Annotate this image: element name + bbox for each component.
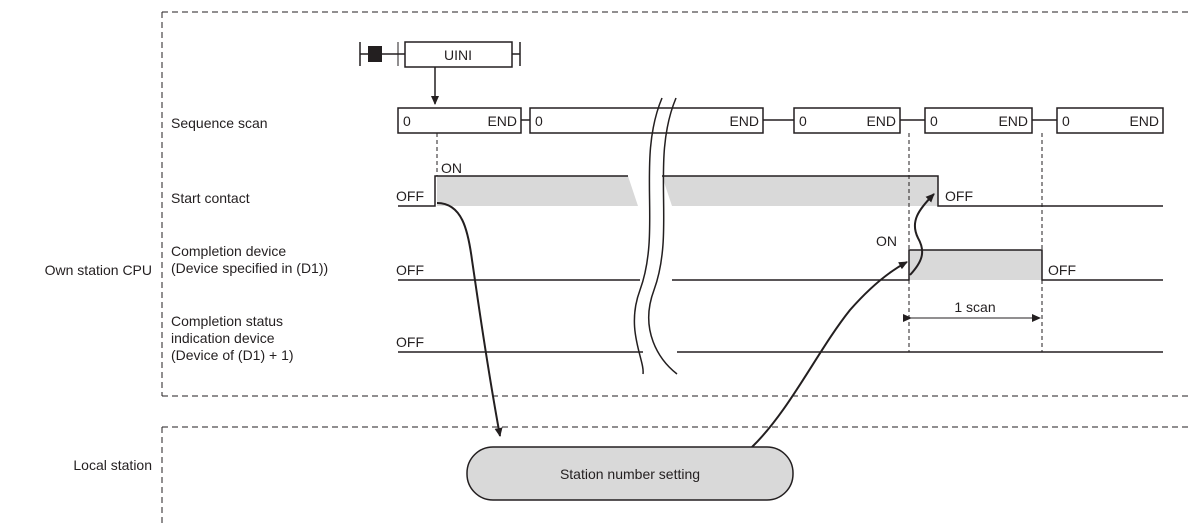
start-contact-off-1: OFF — [396, 188, 424, 204]
status-device-label-3: (Device of (D1) + 1) — [171, 347, 294, 363]
status-device-off: OFF — [396, 334, 424, 350]
sequence-scan-label: Sequence scan — [171, 115, 268, 131]
scan-2-end: END — [729, 113, 759, 129]
scan-1-end: END — [487, 113, 517, 129]
start-contact-waveform — [398, 175, 1163, 207]
uini-rung — [359, 41, 521, 68]
start-contact-on: ON — [441, 160, 462, 176]
completion-device-label-1: Completion device — [171, 243, 286, 259]
station-number-setting-box — [466, 446, 794, 501]
own-station-frame — [161, 11, 1189, 397]
scan-4-end: END — [998, 113, 1028, 129]
completion-device-on: ON — [876, 233, 897, 249]
uini-instruction-label: UINI — [444, 47, 472, 63]
status-device-label-2: indication device — [171, 330, 275, 346]
scan-3-start: 0 — [799, 113, 807, 129]
start-contact-off-2: OFF — [945, 188, 973, 204]
start-contact-label: Start contact — [171, 190, 250, 206]
time-break-marks — [633, 97, 678, 375]
completion-device-off-1: OFF — [396, 262, 424, 278]
scan-2-start: 0 — [535, 113, 543, 129]
completion-device-label-2: (Device specified in (D1)) — [171, 260, 328, 276]
own-station-label: Own station CPU — [45, 262, 152, 278]
scan-4-start: 0 — [930, 113, 938, 129]
scan-1-start: 0 — [403, 113, 411, 129]
timing-markers — [436, 133, 1043, 352]
scan-5-end: END — [1129, 113, 1159, 129]
scan-3-end: END — [866, 113, 896, 129]
station-number-setting-label: Station number setting — [560, 466, 700, 482]
status-device-label-1: Completion status — [171, 313, 283, 329]
one-scan-label: 1 scan — [954, 299, 995, 315]
scan-blocks — [397, 107, 1164, 134]
local-station-frame — [161, 426, 1189, 526]
flow-arrows — [436, 193, 935, 448]
completion-device-waveform — [398, 249, 1163, 281]
local-station-label: Local station — [73, 457, 152, 473]
completion-device-off-2: OFF — [1048, 262, 1076, 278]
scan-5-start: 0 — [1062, 113, 1070, 129]
